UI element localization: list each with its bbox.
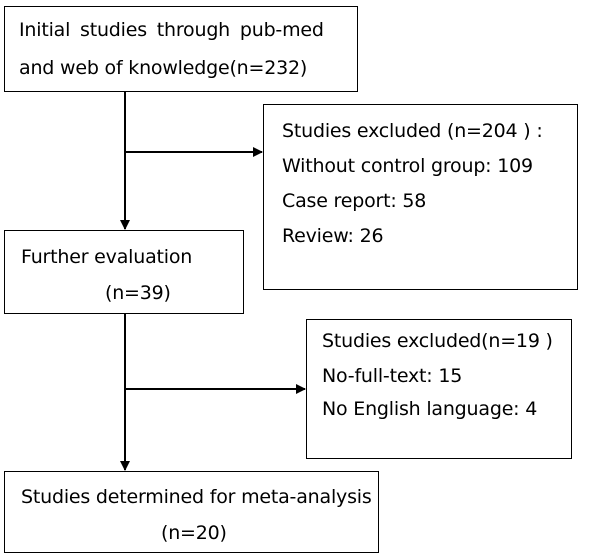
initial-studies-box: Initial studies through pub-med and web … (4, 6, 358, 92)
excluded-1-item: Without control group: 109 (282, 155, 533, 177)
final-studies-line-1: Studies determined for meta-analysis (21, 486, 372, 508)
excluded-1-item: Case report: 58 (282, 190, 427, 212)
further-evaluation-line-2: (n=39) (105, 282, 171, 304)
excluded-box-2: Studies excluded(n=19 ) No-full-text: 15… (306, 319, 572, 459)
initial-studies-line-2: and web of knowledge(n=232) (19, 57, 308, 79)
excluded-1-item: Review: 26 (282, 225, 384, 247)
excluded-2-title: Studies excluded(n=19 ) (322, 330, 553, 352)
final-studies-line-2: (n=20) (161, 522, 227, 544)
excluded-2-item: No English language: 4 (322, 398, 538, 420)
further-evaluation-line-1: Further evaluation (21, 246, 193, 268)
final-studies-box: Studies determined for meta-analysis (n=… (4, 471, 379, 553)
initial-studies-line-1: Initial studies through pub-med (19, 19, 324, 41)
further-evaluation-box: Further evaluation (n=39) (4, 230, 244, 314)
excluded-2-item: No-full-text: 15 (322, 365, 463, 387)
excluded-box-1: Studies excluded (n=204 ) : Without cont… (263, 104, 578, 290)
excluded-1-title: Studies excluded (n=204 ) : (282, 120, 543, 142)
